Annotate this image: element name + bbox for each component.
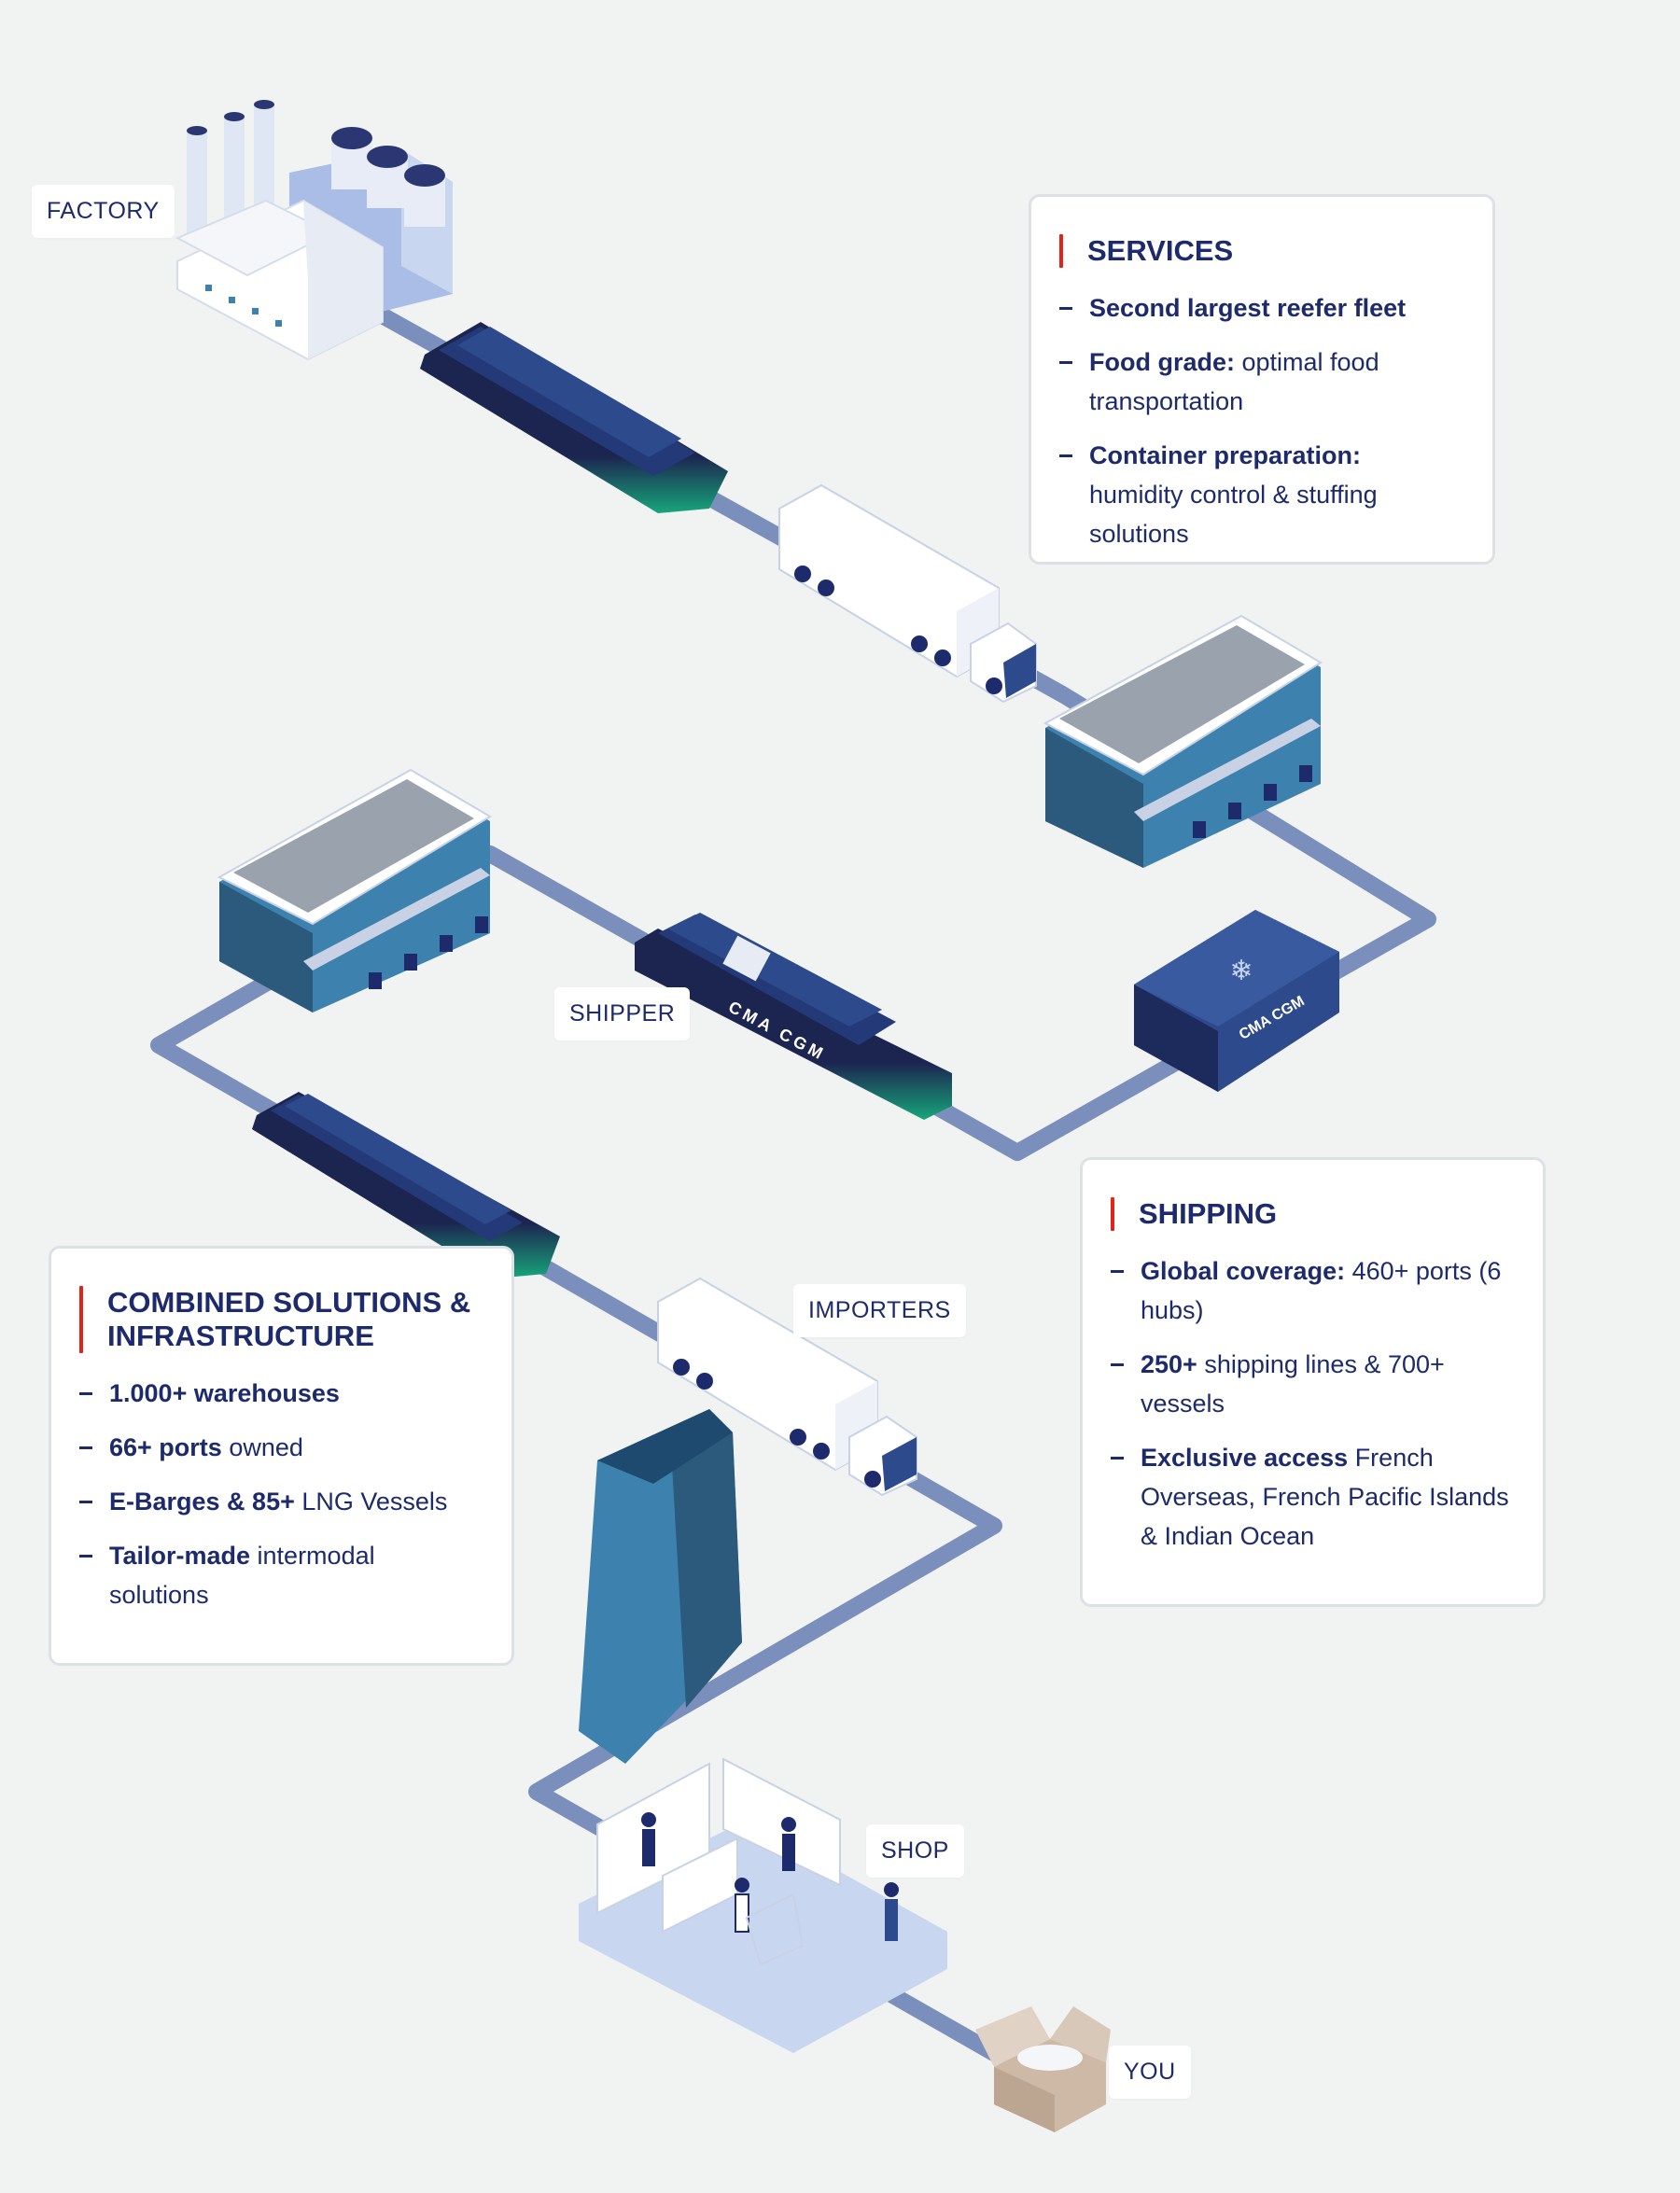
accent-bar [1111, 1197, 1114, 1231]
accent-bar [79, 1286, 83, 1353]
dash-icon [1059, 307, 1072, 310]
dash-icon [1059, 454, 1072, 457]
shipping-title: SHIPPING [1139, 1197, 1278, 1230]
station-label-shop: SHOP [866, 1824, 964, 1878]
dash-icon [79, 1555, 92, 1557]
services-header: SERVICES [1059, 234, 1459, 268]
station-label-factory: FACTORY [32, 185, 175, 238]
combined-title-line1: COMBINED SOLUTIONS & [107, 1286, 471, 1319]
factory-illustration [175, 100, 453, 361]
shipping-item: 250+ shipping lines & 700+ vessels [1111, 1345, 1509, 1423]
shipping-list: Global coverage: 460+ ports (6 hubs) 250… [1111, 1251, 1509, 1556]
shop-illustration [579, 1757, 947, 2053]
combined-item: E-Barges & 85+ LNG Vessels [79, 1482, 478, 1521]
shipping-header: SHIPPING [1111, 1197, 1509, 1231]
dash-icon [1111, 1363, 1124, 1366]
shipping-item: Exclusive access French Overseas, French… [1111, 1438, 1509, 1556]
tower-illustration [579, 1409, 742, 1764]
barge-illustration-1 [420, 322, 728, 513]
combined-item: 66+ ports owned [79, 1428, 478, 1467]
dash-icon [79, 1446, 92, 1449]
dash-icon [1111, 1457, 1124, 1460]
combined-header: COMBINED SOLUTIONS & INFRASTRUCTURE [79, 1286, 478, 1353]
shipping-item: Global coverage: 460+ ports (6 hubs) [1111, 1251, 1509, 1330]
shipping-card: SHIPPING Global coverage: 460+ ports (6 … [1080, 1157, 1546, 1607]
combined-list: 1.000+ warehouses 66+ ports owned E-Barg… [79, 1374, 478, 1614]
container-ship-illustration: CMA CGM [635, 913, 952, 1120]
services-item: Second largest reefer fleet [1059, 288, 1459, 328]
services-item: Container preparation: humidity control … [1059, 436, 1459, 553]
truck-illustration-2 [657, 1277, 917, 1497]
station-label-shipper: SHIPPER [554, 987, 691, 1041]
parcel-illustration [975, 2006, 1111, 2132]
station-label-you: YOU [1109, 2046, 1191, 2099]
truck-illustration-1 [778, 483, 1037, 704]
services-list: Second largest reefer fleet Food grade: … [1059, 288, 1459, 553]
dash-icon [79, 1392, 92, 1395]
warehouse-illustration-2 [217, 768, 492, 1013]
station-label-importers: IMPORTERS [793, 1284, 966, 1337]
barge-illustration-2 [252, 1092, 560, 1278]
reefer-container-illustration: ❄ CMA CGM [1134, 910, 1339, 1092]
combined-item: 1.000+ warehouses [79, 1374, 478, 1413]
dash-icon [1059, 361, 1072, 364]
svg-text:❄: ❄ [1229, 955, 1253, 987]
warehouse-illustration-1 [1043, 614, 1323, 868]
accent-bar [1059, 234, 1063, 268]
combined-solutions-card: COMBINED SOLUTIONS & INFRASTRUCTURE 1.00… [49, 1246, 514, 1666]
services-card: SERVICES Second largest reefer fleet Foo… [1029, 194, 1495, 565]
combined-item: Tailor-made intermodal solutions [79, 1536, 478, 1614]
services-title: SERVICES [1087, 234, 1234, 267]
dash-icon [79, 1501, 92, 1503]
services-item: Food grade: optimal food transportation [1059, 342, 1459, 421]
combined-title-line2: INFRASTRUCTURE [107, 1320, 374, 1352]
dash-icon [1111, 1270, 1124, 1273]
combined-title: COMBINED SOLUTIONS & INFRASTRUCTURE [107, 1286, 470, 1353]
